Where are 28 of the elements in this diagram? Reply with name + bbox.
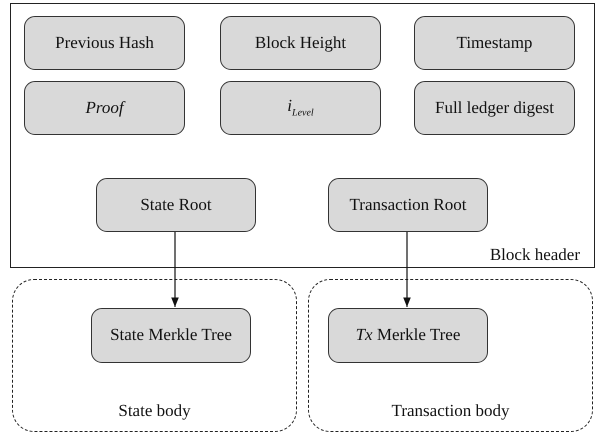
rounded-box: [96, 178, 256, 232]
box-label: Transaction Root: [350, 194, 466, 216]
group-label: State body: [117, 401, 192, 421]
box-label: Previous Hash: [55, 32, 154, 54]
box-label: Full ledger digest: [435, 98, 554, 118]
dashed-group: [308, 279, 593, 432]
box-label: Timestamp: [456, 32, 532, 54]
box-label: i$_{Level}$: [287, 96, 314, 120]
rounded-box: [91, 308, 251, 363]
group-label: Transaction body: [390, 401, 510, 421]
arrow: [403, 231, 411, 307]
box-label: State Root: [140, 194, 212, 216]
rounded-box: [328, 178, 488, 232]
group-label: Block header: [490, 245, 580, 265]
rounded-box: [24, 81, 185, 135]
rounded-box: [328, 308, 488, 363]
rounded-box: [414, 16, 575, 70]
dashed-group: [12, 279, 297, 432]
rounded-box: [220, 16, 381, 70]
rounded-box: [220, 81, 381, 135]
box-label: Proof: [85, 98, 124, 118]
rounded-box: [24, 16, 185, 70]
box-label: Block Height: [254, 32, 346, 54]
box-label: Tx Merkle Tree: [356, 325, 460, 346]
box-label: State Merkle Tree: [110, 325, 232, 346]
header-frame: [10, 3, 595, 268]
rounded-box: [414, 81, 575, 135]
arrow: [171, 231, 179, 307]
